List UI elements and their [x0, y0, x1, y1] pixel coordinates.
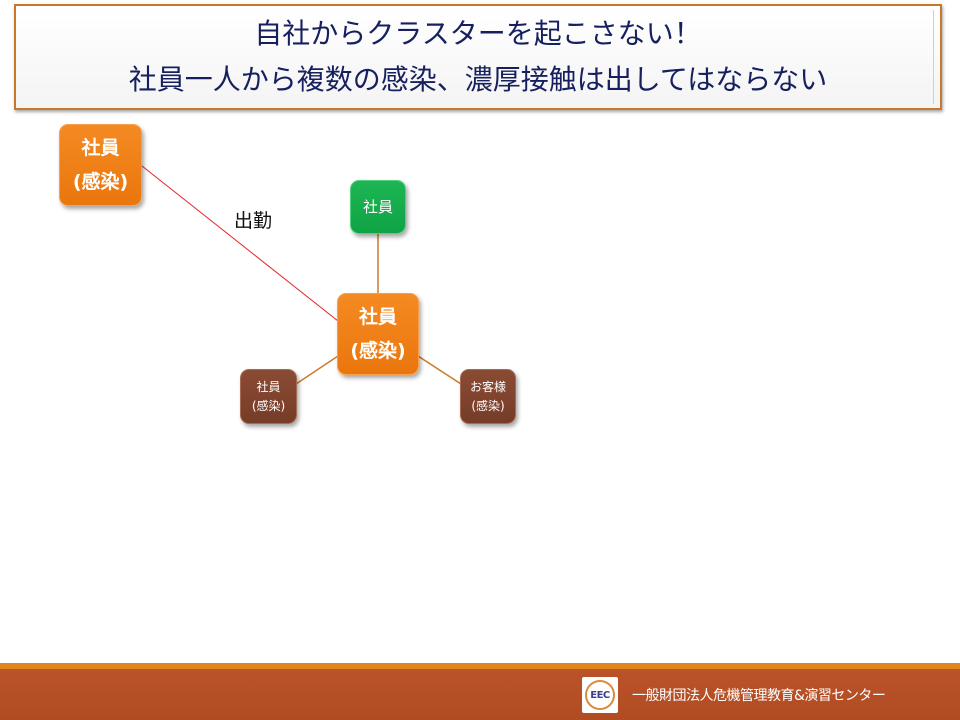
center-left-connector — [295, 355, 339, 385]
node-center-line2: (感染) — [350, 340, 406, 362]
organization-name: 一般財団法人危機管理教育&演習センター — [632, 688, 886, 704]
node-right-line1: お客様 — [469, 379, 506, 394]
node-left-line1: 社員 — [256, 379, 281, 394]
node-source-line2: (感染) — [72, 171, 129, 193]
node-right-customer: お客様 (感染) — [460, 369, 516, 424]
eec-logo: EEC — [582, 677, 618, 713]
node-top-employee: 社員 — [350, 180, 406, 234]
center-right-connector — [417, 355, 462, 385]
title-box: 自社からクラスターを起こさない！ 社員一人から複数の感染、濃厚接触は出してはなら… — [14, 4, 942, 110]
node-center-employee: 社員 (感染) — [337, 293, 419, 375]
commute-connector — [141, 165, 339, 322]
node-center-line1: 社員 — [358, 306, 397, 328]
node-left-line2: (感染) — [251, 398, 286, 413]
node-top-line1: 社員 — [362, 198, 393, 216]
title-box-edge — [933, 10, 934, 104]
commute-label: 出勤 — [234, 210, 273, 232]
infection-diagram: 社員 (感染) 社員 社員 (感染) 社員 (感染) お客様 (感染) 出勤 — [59, 124, 516, 424]
node-source-line1: 社員 — [81, 137, 120, 159]
footer-accent-line — [0, 663, 960, 669]
node-left-employee: 社員 (感染) — [240, 369, 297, 424]
title-line-2: 社員一人から複数の感染、濃厚接触は出してはならない — [128, 63, 828, 96]
node-right-line2: (感染) — [471, 398, 505, 413]
title-line-1: 自社からクラスターを起こさない！ — [254, 17, 702, 50]
eec-logo-ring: EEC — [585, 680, 615, 710]
node-source-employee: 社員 (感染) — [59, 124, 142, 206]
footer-bar: EEC 一般財団法人危機管理教育&演習センター — [0, 669, 960, 720]
connector-lines — [141, 165, 462, 385]
eec-logo-text: EEC — [590, 689, 610, 701]
